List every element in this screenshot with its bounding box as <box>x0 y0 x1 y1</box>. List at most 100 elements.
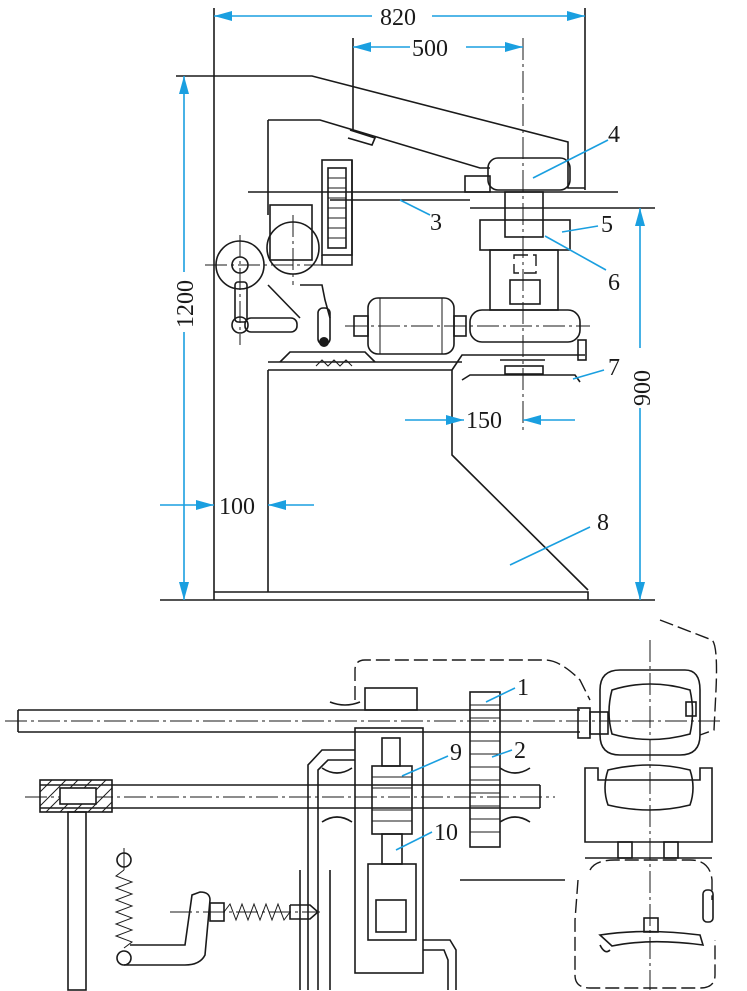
gear-teeth <box>328 177 346 239</box>
side-lever <box>702 889 714 923</box>
lower-block <box>375 899 407 933</box>
arm-tab <box>347 129 377 146</box>
upper-roller <box>608 683 694 741</box>
slide-bar <box>244 317 298 333</box>
frame-pipe-inner <box>317 759 355 990</box>
vertical-support <box>67 811 87 991</box>
coupling-sleeve <box>589 711 609 735</box>
gear-9-teeth <box>372 776 412 822</box>
table-lip <box>599 944 611 953</box>
bearing-arc-3 <box>321 816 353 823</box>
roller-pin <box>685 701 697 717</box>
work-table-lip <box>461 374 581 383</box>
dim-150-text: 150 <box>466 408 502 434</box>
clamp-frame <box>479 219 571 251</box>
table-plate <box>598 930 705 947</box>
label-10: 10 <box>434 820 458 846</box>
column-cap <box>381 737 401 767</box>
link-arm <box>234 281 248 323</box>
tension-spring <box>315 359 353 367</box>
leader-5 <box>561 225 599 233</box>
handle-stub <box>577 339 587 361</box>
housing-hidden-right <box>659 619 718 736</box>
leader-2 <box>491 749 513 758</box>
lever-pivot <box>319 337 329 347</box>
lever-hook <box>300 284 331 319</box>
label-8: 8 <box>597 510 609 536</box>
work-table-plate <box>504 365 544 375</box>
label-9: 9 <box>450 740 462 766</box>
lower-roller <box>604 764 694 811</box>
leader-1 <box>485 687 516 703</box>
label-4: 4 <box>608 122 620 148</box>
dim-1200 <box>179 76 189 600</box>
chuck <box>509 279 541 305</box>
dim-500-text: 500 <box>412 36 448 62</box>
dim-900-text: 900 <box>630 370 656 406</box>
vertical-spring <box>114 869 134 949</box>
label-1: 1 <box>517 675 529 701</box>
label-6: 6 <box>608 270 620 296</box>
leader-3 <box>399 199 431 216</box>
link-pivot <box>231 316 249 334</box>
label-7: 7 <box>608 355 620 381</box>
table-bracket <box>451 354 585 371</box>
housing-hidden-top <box>354 659 591 701</box>
hidden-guard-1 <box>589 859 713 900</box>
bearing-arc-2 <box>321 767 353 774</box>
leader-9 <box>401 755 449 777</box>
bearing-arc-5 <box>499 816 531 823</box>
shaft-coupling <box>464 175 491 193</box>
motor-base <box>279 351 376 363</box>
dim-1200-text: 1200 <box>173 280 199 328</box>
gear-2-teeth <box>470 704 500 833</box>
dim-100-text: 100 <box>219 494 255 520</box>
hidden-guard-2 <box>574 879 716 989</box>
upper-roller-housing <box>599 669 701 756</box>
dim-820 <box>214 11 585 21</box>
bearing-arc-4 <box>499 767 531 774</box>
spring-tip <box>289 904 320 920</box>
dim-500 <box>353 42 523 52</box>
bell-crank <box>124 891 211 966</box>
top-gear-housing <box>487 157 571 191</box>
top-arm-inner <box>268 119 490 169</box>
base-plate <box>214 591 589 600</box>
center-column <box>354 727 424 974</box>
spindle-block <box>504 191 544 238</box>
dim-150 <box>405 415 575 425</box>
leader-8 <box>509 526 591 566</box>
horizontal-spring <box>223 902 291 922</box>
gear-2-body <box>469 691 501 848</box>
lower-housing <box>367 863 417 941</box>
leader-6 <box>544 235 607 271</box>
label-3: 3 <box>430 210 442 236</box>
gear-9 <box>371 765 413 835</box>
leader-10 <box>395 831 433 851</box>
pipe-right <box>423 939 457 990</box>
left-bracket <box>269 204 313 261</box>
gear-housing-base <box>321 160 353 266</box>
dim-100 <box>160 500 314 510</box>
roller-leg-left <box>617 841 633 859</box>
spring-bottom-pivot <box>116 950 132 966</box>
coupling-stub <box>577 707 591 739</box>
top-arm-outline <box>176 75 585 189</box>
spindle-stub <box>643 917 659 933</box>
roller-leg-right <box>663 841 679 859</box>
dim-820-text: 820 <box>380 5 416 31</box>
label-2: 2 <box>514 738 526 764</box>
elevation-view: 820 500 1200 900 <box>160 5 656 601</box>
frame-pipe-outer <box>307 749 355 990</box>
label-5: 5 <box>601 212 613 238</box>
stand-body <box>268 369 589 591</box>
hidden-bore <box>513 254 537 274</box>
bearing-arc-1 <box>329 701 361 706</box>
plan-view: 1 2 9 10 <box>5 619 720 991</box>
bearing-block <box>364 687 418 711</box>
leader-7 <box>572 369 605 380</box>
diag-link <box>267 284 301 319</box>
leader-4 <box>532 139 609 179</box>
belt-guard <box>469 309 581 343</box>
